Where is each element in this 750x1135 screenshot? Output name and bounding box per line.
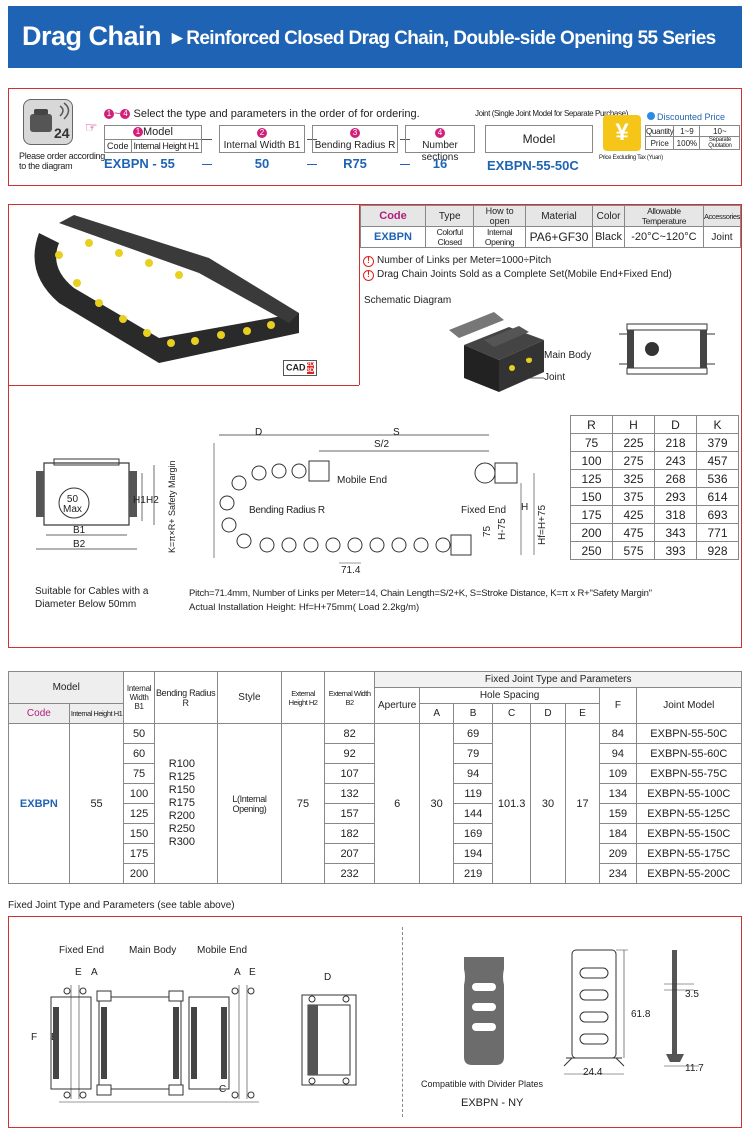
dim-h2: H2: [146, 495, 159, 506]
fixed-end-label: Fixed End: [59, 945, 105, 956]
spec-note-2: !Drag Chain Joints Sold as a Complete Se…: [363, 269, 672, 281]
order-steps-text: 1~4 Select the type and parameters in th…: [104, 108, 420, 120]
mobile-end-label: Mobile End: [197, 945, 248, 956]
dim-pitch: 71.4: [341, 565, 361, 576]
dim-e: E: [75, 967, 82, 978]
fixed-joint-diagram: [50, 985, 259, 1103]
dim-b1: B1: [73, 525, 86, 536]
formula-text: Pitch=71.4mm, Number of Links per Meter=…: [189, 588, 652, 599]
svg-text:24: 24: [54, 125, 70, 141]
dim-b2: B2: [73, 539, 86, 550]
divider-plate-drawing: [563, 949, 699, 1075]
joint-model-value: EXBPN-55-50C: [487, 158, 579, 173]
dim-d: D: [255, 427, 263, 438]
joint-label: Joint: [544, 372, 566, 383]
bottom-title: Fixed Joint Type and Parameters (see tab…: [8, 900, 235, 911]
dim-e: E: [249, 967, 256, 978]
joint-note: Joint (Single Joint Model for Separate P…: [475, 109, 628, 118]
dim-k: K=π×R+ Safety Margin: [167, 460, 177, 553]
spec-table: Code Type How to open Material Color All…: [359, 205, 742, 248]
dim-61-8: 61.8: [631, 1009, 651, 1020]
hand-pointer-icon: ☞: [85, 119, 98, 135]
page-header: Drag Chain ►Reinforced Closed Drag Chain…: [8, 6, 742, 68]
dim-h-75: H-75: [497, 518, 508, 540]
order-section: 24 Please order according to the diagram…: [8, 88, 742, 186]
dim-75: 75: [482, 525, 493, 537]
dim-11-7: 11.7: [685, 1063, 704, 1074]
divider-line: [402, 927, 403, 1117]
divider-label: Compatible with Divider Plates: [421, 1079, 544, 1089]
divider-code: EXBPN - NY: [461, 1097, 524, 1109]
dim-h: H: [521, 502, 529, 513]
divider-line: [9, 385, 359, 386]
dim-hf: Hf=H+75: [537, 504, 548, 545]
dim-3-5: 3.5: [685, 989, 699, 1000]
drag-chain-photo: [34, 215, 299, 363]
bending-radius-label: Bending Radius R: [249, 505, 325, 516]
dim-s2: S/2: [374, 439, 390, 450]
schematic-label: Schematic Diagram: [364, 295, 452, 306]
end-view-diagram: [619, 323, 715, 375]
yen-icon: ¥: [603, 115, 641, 151]
order-instruction: Please order according to the diagram: [19, 151, 105, 171]
joint-end-view: [301, 994, 357, 1086]
bottom-section: Fixed End Main Body Mobile End E A A E F…: [8, 916, 742, 1128]
joint-parameters-table: Model Internal Width B1 Bending Radius R…: [7, 671, 743, 884]
fixed-end-label: Fixed End: [461, 505, 507, 516]
dim-a: A: [91, 967, 98, 978]
dim-a: A: [234, 967, 241, 978]
page-subtitle: ►Reinforced Closed Drag Chain, Double-si…: [168, 28, 716, 49]
main-body-label: Main Body: [544, 350, 592, 361]
spec-note-1: !Number of Links per Meter=1000÷Pitch: [363, 255, 551, 267]
leader-lines: [499, 355, 545, 379]
side-view-diagram: [213, 434, 535, 564]
mobile-end-label: Mobile End: [337, 475, 388, 486]
dim-24-4: 24.4: [583, 1067, 603, 1078]
main-body-label: Main Body: [129, 945, 177, 956]
schematic-diagram: [449, 312, 544, 392]
install-height-text: Actual Installation Height: Hf=H+75mm( L…: [189, 602, 420, 613]
cross-section-diagram: [36, 458, 155, 550]
discount-title: Discounted Price: [647, 112, 725, 122]
page-title: Drag Chain: [22, 21, 162, 51]
price-note: Price Excluding Tax (Yuan): [599, 155, 663, 161]
suitable-note: Suitable for Cables with a Diameter Belo…: [35, 586, 149, 610]
divider-plate-photo: [464, 957, 504, 1065]
dim-h1: H1: [133, 495, 146, 506]
divider-line: [359, 205, 360, 385]
phone-icon: 24: [23, 99, 73, 145]
dim-s: S: [393, 427, 400, 438]
joint-model-box: Model: [485, 125, 593, 153]
dim-d: D: [324, 972, 332, 983]
dim-f: F: [31, 1032, 38, 1043]
